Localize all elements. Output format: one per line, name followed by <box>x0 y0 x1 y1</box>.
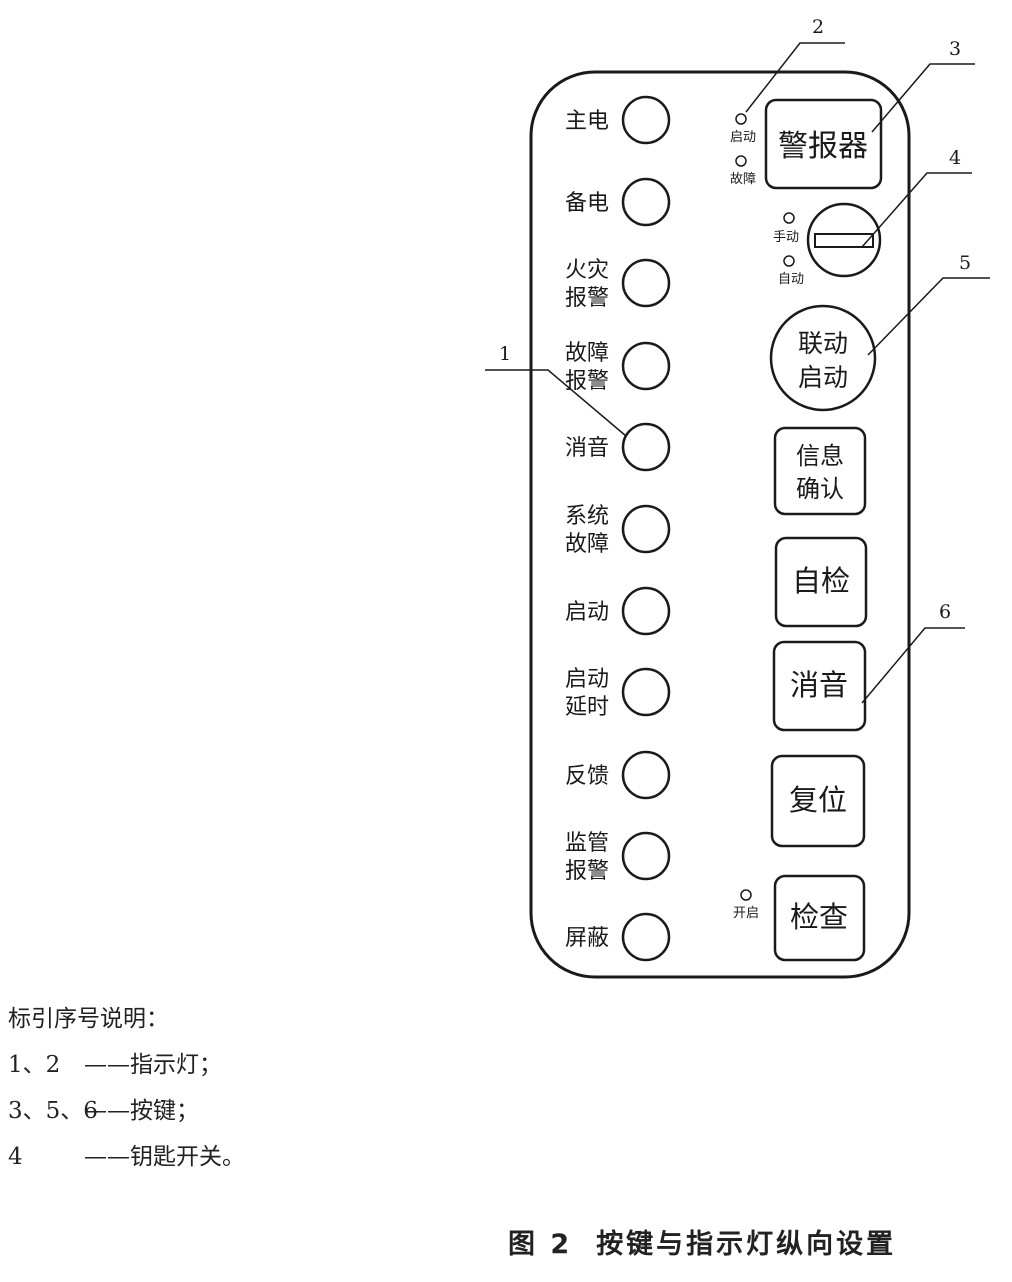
legend-title: 标引序号说明： <box>8 1006 169 1032</box>
check-button-group: 检查 开启 <box>733 874 866 962</box>
indicator-label: 反馈 <box>565 764 609 789</box>
auto-led <box>783 255 795 267</box>
indicator-lamp <box>621 341 671 391</box>
callout-number-4: 4 <box>949 147 961 169</box>
check-button-label: 检查 <box>790 900 848 934</box>
info-confirm-button[interactable] <box>773 426 867 516</box>
linkage-start-label-2: 启动 <box>798 363 848 392</box>
callout-number-5: 5 <box>959 252 971 274</box>
reset-button[interactable] <box>770 754 866 848</box>
callout-leaders <box>485 42 990 704</box>
info-confirm-label-1: 信息 <box>796 442 844 470</box>
indicator-label: 报警 <box>565 859 609 884</box>
alarm-start-led-label: 启动 <box>730 130 756 145</box>
indicator-lamp <box>621 177 671 227</box>
linkage-start-label-1: 联动 <box>798 329 848 358</box>
alarm-button-group: 警报器 启动 故障 <box>730 98 883 190</box>
indicator-label: 启动 <box>565 667 609 692</box>
indicator-label: 故障 <box>565 341 609 366</box>
legend-number: 4 <box>8 1144 23 1170</box>
self-test-button[interactable] <box>774 536 868 628</box>
callout-number-2: 2 <box>812 16 824 38</box>
figure-number: 图 2 <box>508 1229 573 1260</box>
manual-led <box>783 212 795 224</box>
linkage-start-group: 联动 启动 <box>769 304 877 412</box>
indicator-label: 监管 <box>565 831 609 856</box>
key-switch-group: 手动 自动 <box>773 202 882 287</box>
legend: 标引序号说明： 1、2 ——指示灯； 3、5、6 ——按键； 4 ——钥匙开关。 <box>8 996 245 1180</box>
indicator-label: 报警 <box>565 286 609 311</box>
linkage-start-button[interactable] <box>769 304 877 412</box>
indicator-label: 主电 <box>565 109 609 134</box>
alarm-button[interactable] <box>764 98 883 190</box>
key-switch[interactable] <box>806 202 882 278</box>
indicator-label: 备电 <box>565 191 609 216</box>
alarm-fault-led <box>735 155 747 167</box>
callout-leader-1 <box>485 369 627 437</box>
callout-numbers: 1 2 3 4 5 6 <box>499 16 971 623</box>
callout-leader-5 <box>867 277 990 356</box>
indicator-lamp <box>621 422 671 472</box>
callout-number-6: 6 <box>939 601 951 623</box>
silence-button[interactable] <box>772 640 867 732</box>
callout-leader-2 <box>745 42 845 113</box>
info-confirm-group: 信息 确认 <box>773 426 867 516</box>
indicator-label: 消音 <box>565 436 609 461</box>
check-open-led <box>740 889 752 901</box>
callout-leader-4 <box>861 172 972 248</box>
indicator-label: 火灾 <box>565 258 609 283</box>
legend-number: 3、5、6 <box>8 1098 98 1124</box>
reset-button-label: 复位 <box>789 783 847 817</box>
figure-title: 按键与指示灯纵向设置 <box>596 1229 897 1260</box>
indicator-lamp <box>621 831 671 881</box>
check-open-led-label: 开启 <box>733 906 759 921</box>
indicator-label: 延时 <box>565 695 609 720</box>
reset-button-group: 复位 <box>770 754 866 848</box>
info-confirm-label-2: 确认 <box>796 475 844 503</box>
indicator-lamp <box>621 750 671 800</box>
indicator-lamp <box>621 667 671 717</box>
indicator-label: 系统 <box>565 504 609 529</box>
legend-text: ——指示灯； <box>84 1052 222 1078</box>
self-test-label: 自检 <box>792 564 850 598</box>
auto-led-label: 自动 <box>778 272 804 287</box>
check-button[interactable] <box>773 874 866 962</box>
panel-outline <box>529 70 911 979</box>
silence-button-label: 消音 <box>790 668 848 702</box>
figure-caption: 图 2 按键与指示灯纵向设置 <box>508 1222 896 1261</box>
self-test-group: 自检 <box>774 536 868 628</box>
legend-row: 3、5、6 ——按键； <box>8 1088 245 1134</box>
indicator-lamp <box>621 258 671 308</box>
indicator-label: 屏蔽 <box>565 926 609 951</box>
indicator-lamp <box>621 586 671 636</box>
legend-text: ——钥匙开关。 <box>84 1144 245 1170</box>
indicator-label: 故障 <box>565 532 609 557</box>
alarm-start-led <box>735 113 747 125</box>
indicator-lamp <box>621 95 671 145</box>
silence-button-group: 消音 <box>772 640 867 732</box>
callout-number-1: 1 <box>499 343 511 365</box>
callout-number-3: 3 <box>949 38 961 60</box>
manual-led-label: 手动 <box>773 230 799 245</box>
legend-number: 1、2 <box>8 1052 61 1078</box>
callout-leader-3 <box>871 63 975 133</box>
alarm-button-label: 警报器 <box>778 129 868 164</box>
alarm-fault-led-label: 故障 <box>730 172 756 187</box>
legend-row: 4 ——钥匙开关。 <box>8 1134 245 1180</box>
indicator-lamp <box>621 912 671 962</box>
key-slot-icon <box>814 233 874 248</box>
indicator-lamp <box>621 504 671 554</box>
legend-row: 1、2 ——指示灯； <box>8 1042 245 1088</box>
legend-text: ——按键； <box>84 1098 199 1124</box>
indicator-label: 启动 <box>565 600 609 625</box>
callout-leader-6 <box>861 627 965 704</box>
